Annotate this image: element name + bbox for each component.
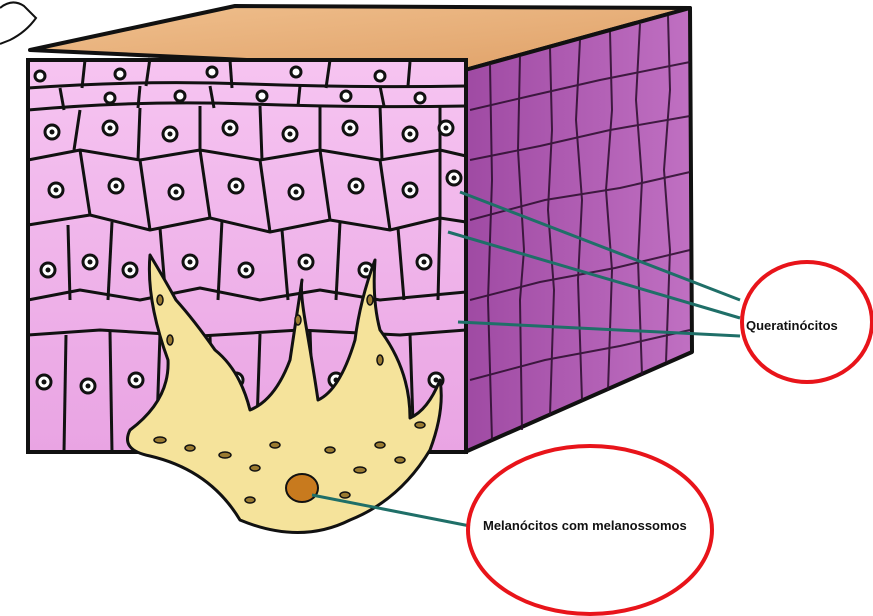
melanocytes-label: Melanócitos com melanossomos (483, 518, 687, 533)
melanocyte-nucleus (286, 474, 318, 502)
corner-arrow-icon (0, 2, 36, 44)
keratinocytes-label: Queratinócitos (746, 318, 838, 333)
side-face (465, 8, 692, 452)
